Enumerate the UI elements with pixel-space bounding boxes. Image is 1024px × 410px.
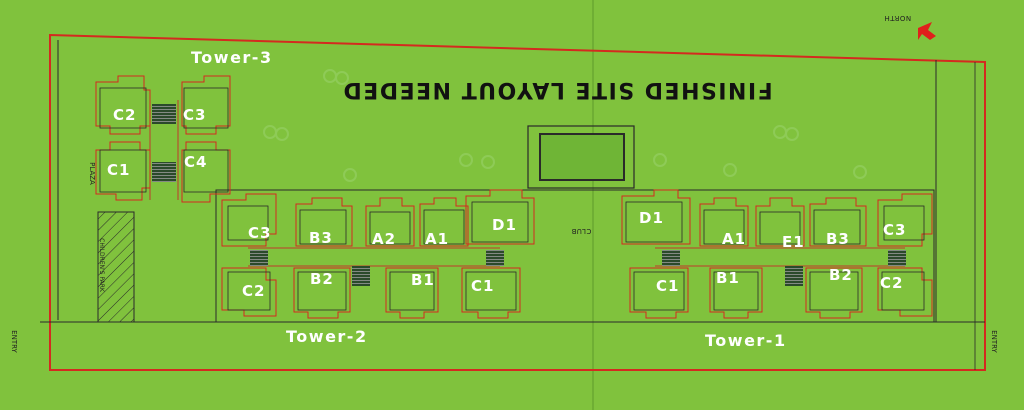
unit-label: A1 [425, 230, 450, 248]
unit-label: B1 [716, 269, 740, 287]
entry-left-label: ENTRY [9, 330, 18, 353]
tower-3-walls [99, 87, 229, 193]
park-label: CHILDREN'S PARK [97, 238, 105, 292]
unit-label: C3 [183, 106, 207, 124]
unit-label: C2 [113, 106, 137, 124]
tower-3-label: Tower-3 [191, 48, 273, 67]
unit-label: B3 [826, 230, 850, 248]
unit-label: C1 [656, 277, 680, 295]
unit-label: A2 [372, 230, 397, 248]
unit-label: B2 [310, 270, 334, 288]
tower-1-label: Tower-1 [705, 331, 787, 350]
unit-label: C4 [184, 153, 208, 171]
unit-label: E1 [782, 233, 805, 251]
unit-label: C1 [107, 161, 131, 179]
tower-2-walls [227, 201, 529, 311]
tower-1-walls [625, 201, 925, 311]
unit-label: D1 [639, 209, 664, 227]
north-arrow-icon [918, 22, 936, 40]
stair-cores [152, 104, 906, 286]
unit-label: C3 [883, 221, 907, 239]
unit-label: C1 [471, 277, 495, 295]
unit-label: C3 [248, 224, 272, 242]
site-boundary [49, 33, 986, 371]
tower-2-label: Tower-2 [286, 327, 368, 346]
unit-label: B3 [309, 229, 333, 247]
unit-label: C2 [880, 274, 904, 292]
north-label: NORTH [884, 14, 912, 22]
banner-text: FINISHED SITE LAYOUT NEEDED [342, 77, 773, 102]
tower-3-units [95, 75, 231, 203]
plaza-label: PLAZA [87, 162, 96, 185]
unit-label: C2 [242, 282, 266, 300]
unit-label: A1 [722, 230, 747, 248]
entry-right-label: ENTRY [989, 330, 998, 353]
unit-label: B2 [829, 266, 853, 284]
unit-label: D1 [492, 216, 517, 234]
childrens-park [97, 211, 135, 323]
club-label: CLUB [571, 227, 592, 235]
swimming-pool [539, 133, 625, 181]
unit-label: B1 [411, 271, 435, 289]
trees [263, 69, 867, 182]
club-building [527, 125, 635, 189]
